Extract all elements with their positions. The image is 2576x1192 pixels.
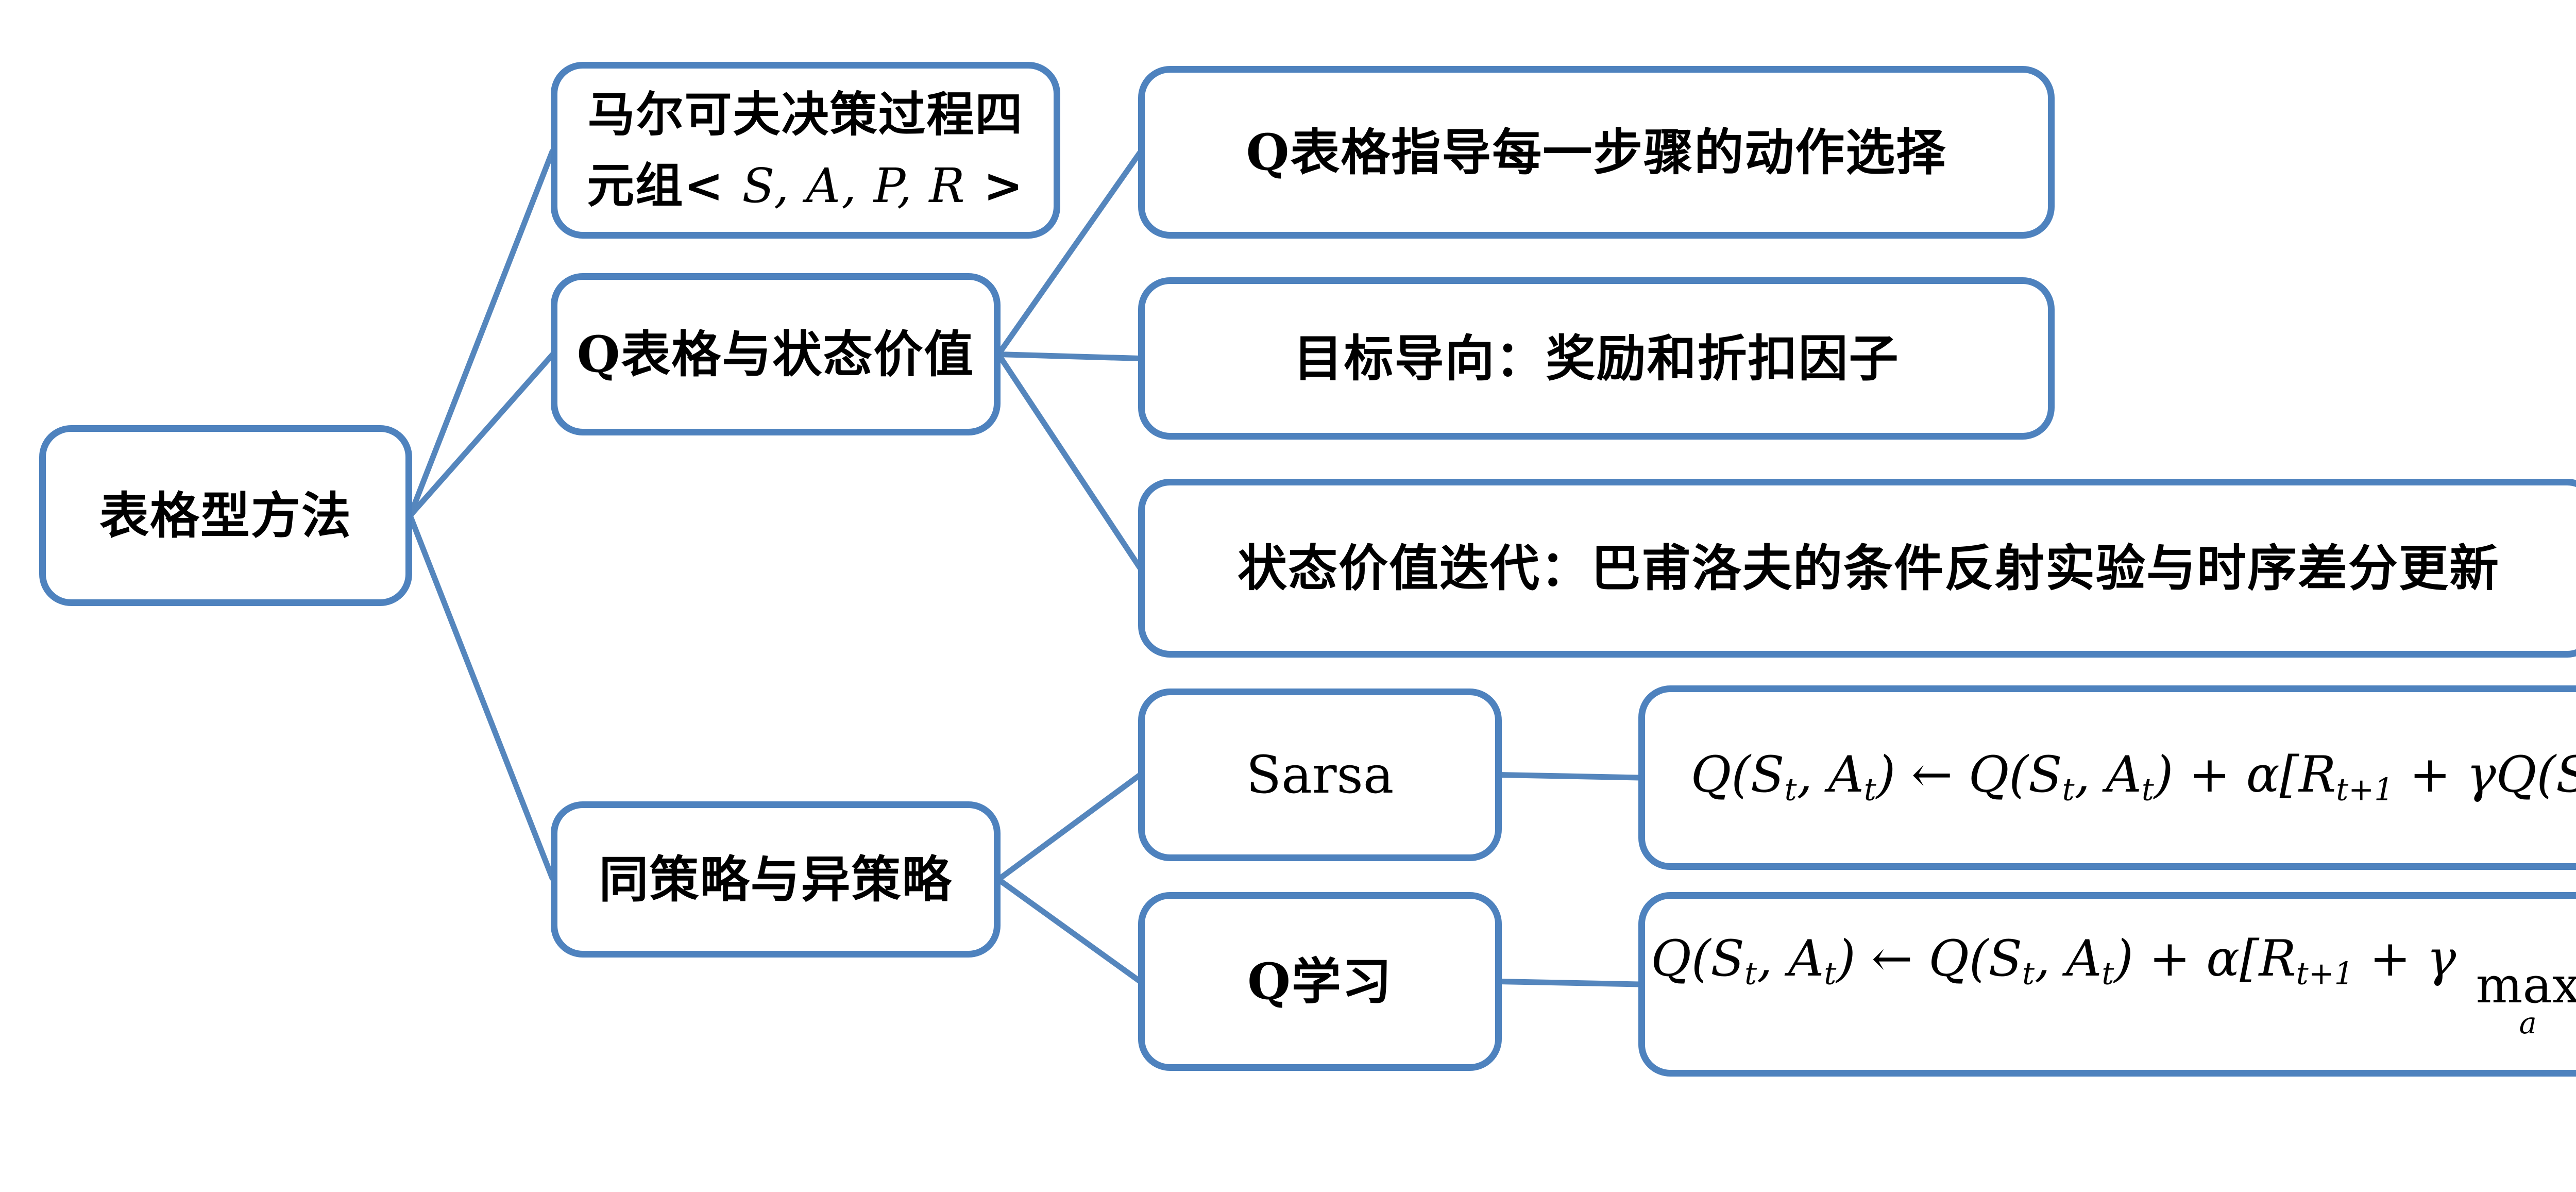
node-sarsa: Sarsa [1138,689,1502,861]
node-q-table-action-selection-label: Q表格指导每一步骤的动作选择 [1246,123,1947,181]
node-q-learning: Q学习 [1138,892,1502,1071]
sarsa-update-formula: Q(St, At) ← Q(St, At) + α[Rt+1 + γQ(St+1… [1690,746,2576,809]
node-mdp-line1: 马尔可夫决策过程四 [587,87,1024,142]
node-sarsa-label: Sarsa [1246,745,1394,805]
connector-line [996,150,1143,356]
connector-line [408,352,555,518]
node-goal-oriented-reward-discount-label: 目标导向：奖励和折扣因子 [1293,329,1900,388]
node-mdp-line2: 元组< S, A, P, R > [587,158,1024,213]
node-state-value-iteration-label: 状态价值迭代：巴甫洛夫的条件反射实验与时序差分更新 [1238,539,2500,597]
node-on-policy-off-policy-label: 同策略与异策略 [599,850,953,909]
node-state-value-iteration: 状态价值迭代：巴甫洛夫的条件反射实验与时序差分更新 [1138,479,2576,658]
connector-line [996,877,1142,984]
node-q-learning-label: Q学习 [1247,952,1393,1011]
connector-line [1499,979,1641,987]
connector-line [996,773,1142,882]
node-root: 表格型方法 [39,425,412,606]
node-q-table-state-value-label: Q表格与状态价值 [577,325,975,383]
connector-line [407,149,556,517]
node-q-table-action-selection: Q表格指导每一步骤的动作选择 [1138,66,2055,239]
connector-line [407,514,556,881]
node-sarsa-update-formula: Q(St, At) ← Q(St, At) + α[Rt+1 + γQ(St+1… [1638,685,2576,870]
connector-line [1499,772,1641,781]
node-on-policy-off-policy: 同策略与异策略 [551,801,1001,958]
connector-line [998,351,1141,361]
node-mdp-tuple: 马尔可夫决策过程四 元组< S, A, P, R > [551,62,1060,239]
connector-line [996,352,1143,570]
node-goal-oriented-reward-discount: 目标导向：奖励和折扣因子 [1138,277,2055,440]
node-q-table-state-value: Q表格与状态价值 [551,273,1001,435]
node-root-label: 表格型方法 [99,486,352,545]
